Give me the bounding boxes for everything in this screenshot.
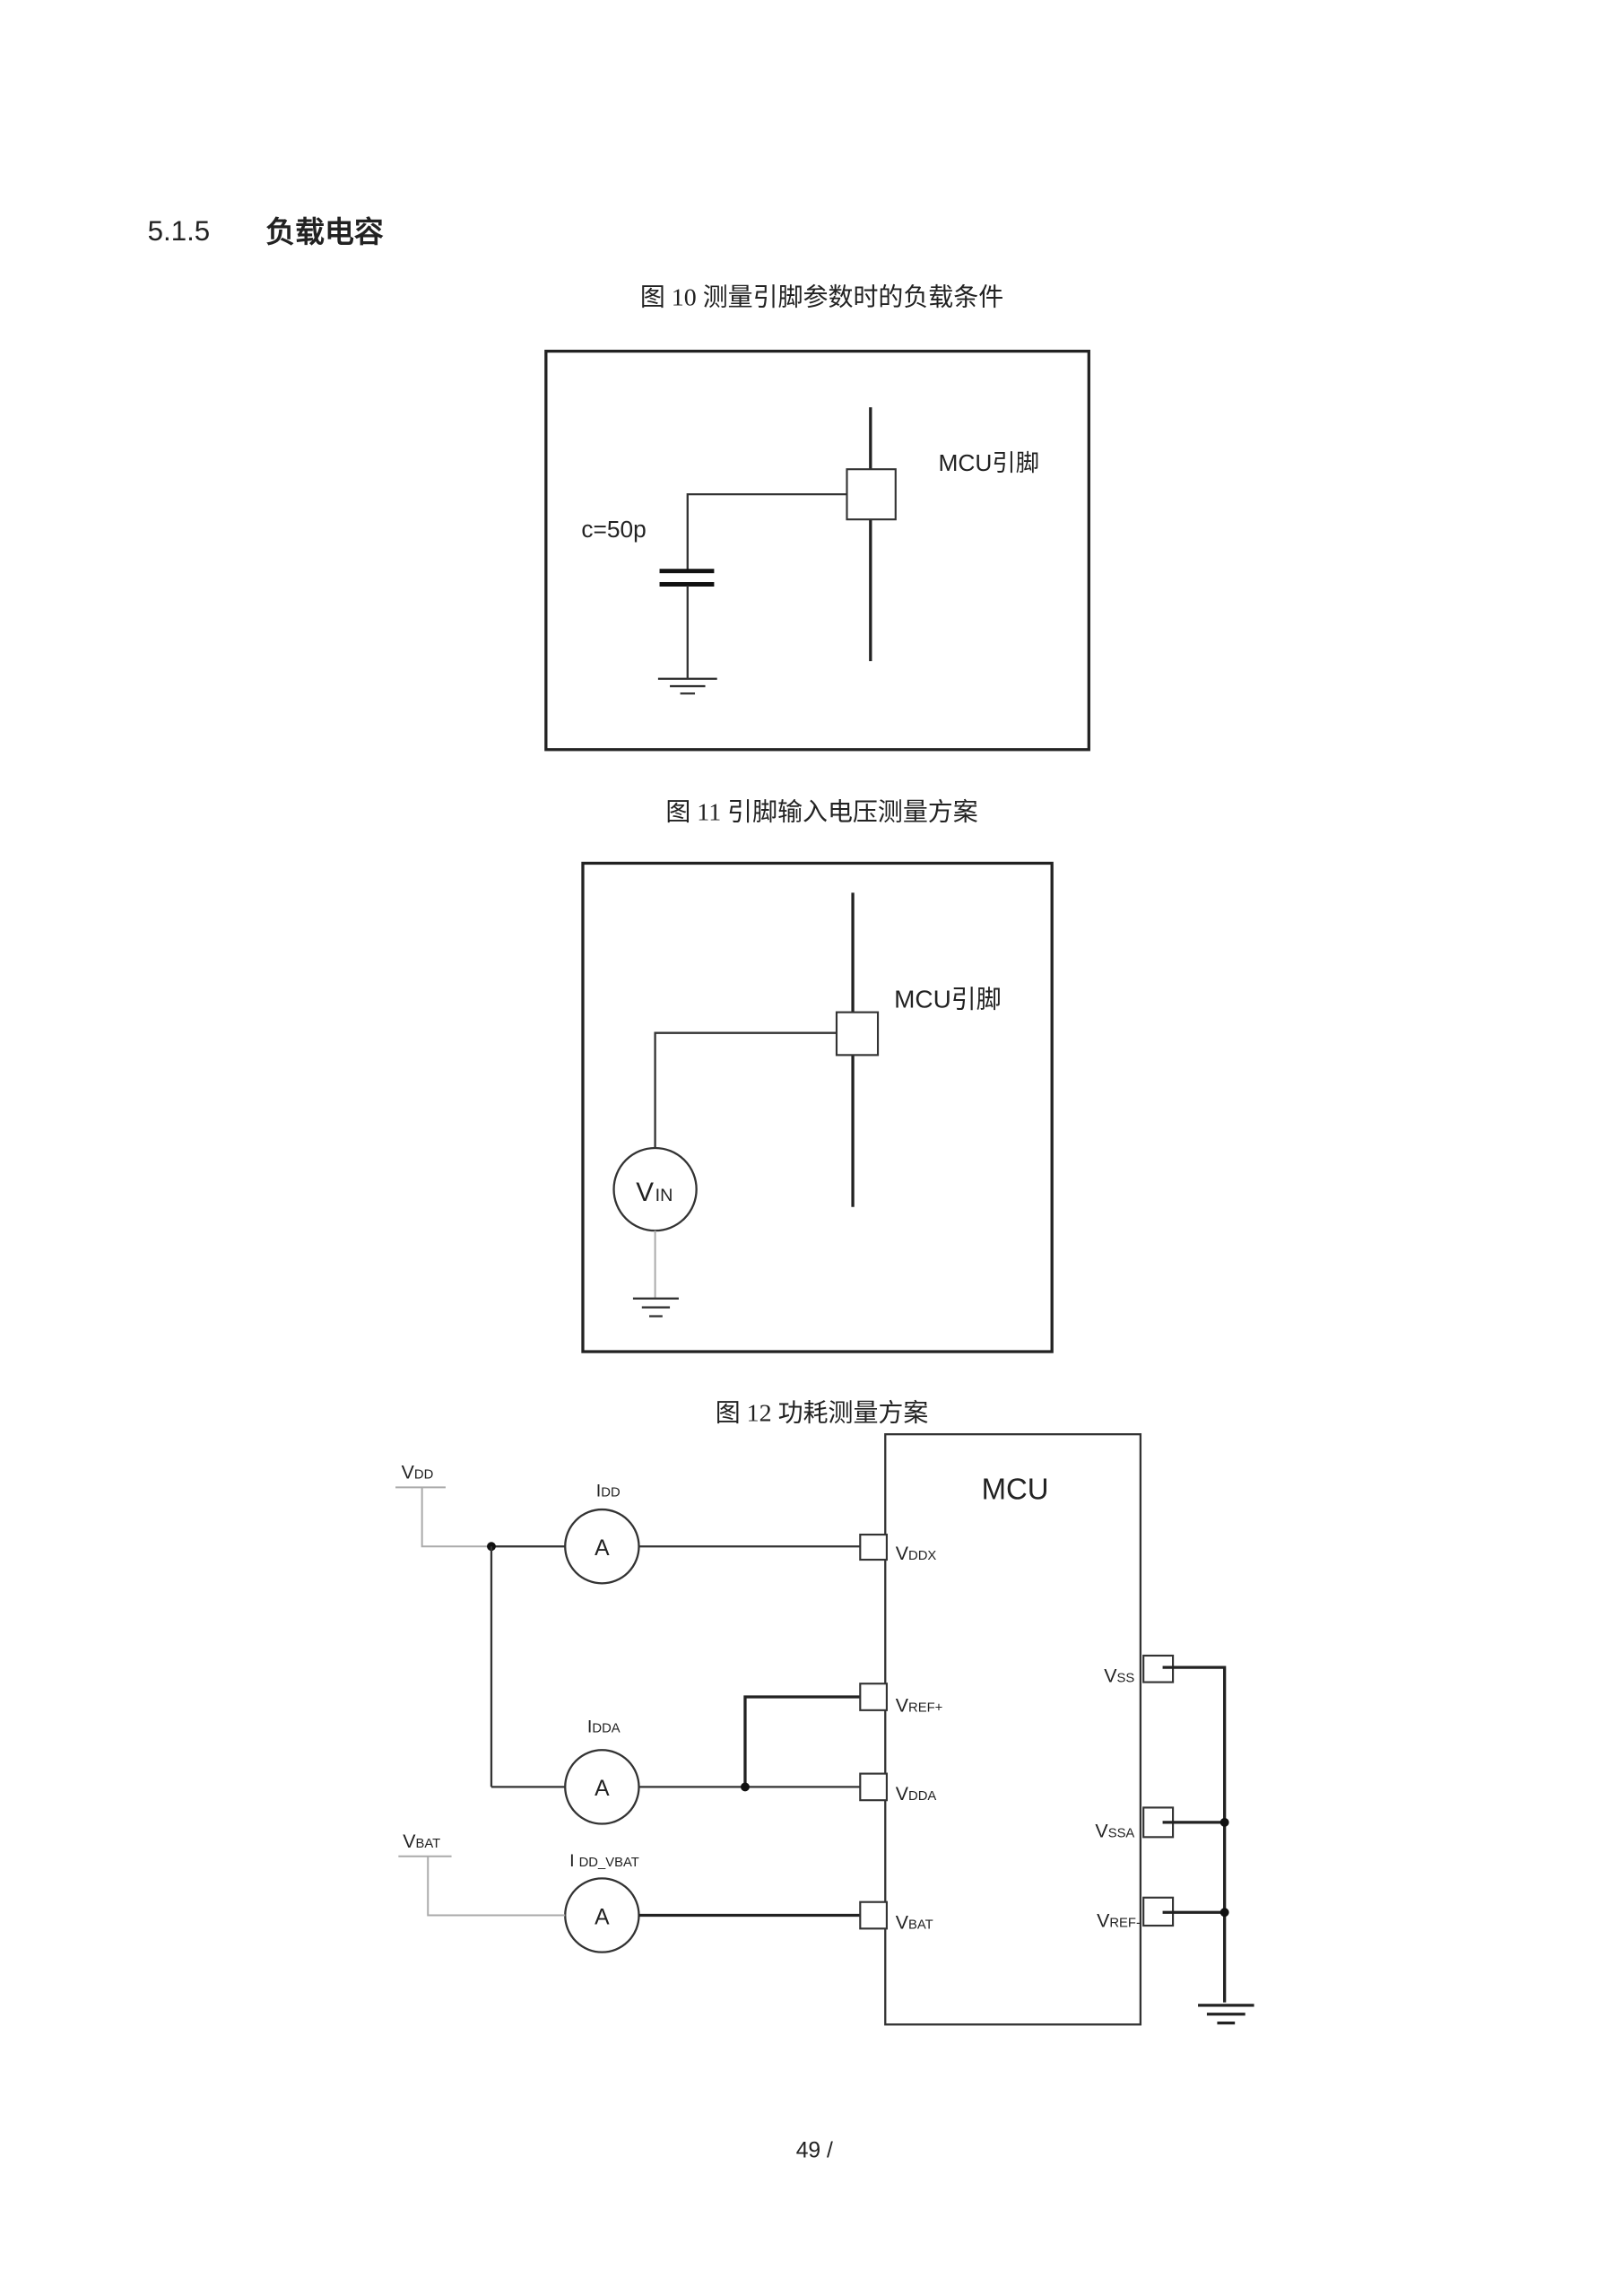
capacitor-label: c=50p: [581, 516, 646, 543]
source-wire: [654, 1031, 837, 1148]
pin-vref-minus-label: VREF-: [1097, 1910, 1141, 1932]
idd-label: IDD: [596, 1481, 621, 1500]
junction-dot: [741, 1782, 750, 1792]
pin-vdda-label: VDDA: [896, 1783, 937, 1805]
svg-text:A: A: [595, 1536, 610, 1561]
pin-vddx-label: VDDX: [896, 1543, 937, 1564]
junction-dot: [1219, 1817, 1229, 1827]
ammeter-idda-icon: A: [564, 1749, 640, 1825]
ground-icon: [632, 1297, 679, 1318]
capacitor-wire: [686, 493, 847, 570]
pin-vbat: [859, 1900, 888, 1930]
figure11-caption: 图 11 引脚输入电压测量方案: [665, 798, 977, 827]
ammeter-idd-icon: A: [564, 1508, 640, 1585]
svg-text:A: A: [595, 1905, 610, 1929]
figure12-caption: 图 12 功耗测量方案: [716, 1398, 929, 1427]
pin-label: MCU引脚: [938, 449, 1039, 476]
ground-icon: [1198, 2004, 1254, 2025]
section-number: 5.1.5: [148, 215, 211, 247]
pin-vss-label: VSS: [1104, 1665, 1134, 1687]
pin-vdda: [859, 1772, 888, 1802]
capacitor-icon: [659, 569, 715, 587]
figure10-diagram: c=50p MCU引脚: [544, 349, 1090, 752]
ground-icon: [657, 677, 717, 695]
junction-dot: [487, 1542, 496, 1552]
idda-label: IDDA: [587, 1718, 621, 1737]
pin-label: MCU引脚: [894, 986, 1002, 1013]
ammeter-idd-vbat-icon: A: [564, 1877, 640, 1953]
mcu-pin-box: [846, 468, 897, 521]
pin-vbat-label: VBAT: [896, 1911, 933, 1933]
pin-vssa-label: VSSA: [1095, 1820, 1134, 1841]
pin-vddx: [859, 1533, 888, 1561]
figure10-frame: [544, 349, 1090, 752]
junction-dot: [1219, 1908, 1229, 1918]
pin-vref-plus: [859, 1683, 888, 1711]
section-title: 负载电容: [265, 215, 384, 248]
mcu-pin-box: [835, 1011, 880, 1057]
figure10-caption: 图 10 测量引脚参数时的负载条件: [640, 283, 1003, 312]
chip-label: MCU: [982, 1473, 1049, 1506]
vdd-label: VDD: [402, 1462, 434, 1483]
pin-vref-plus-label: VREF+: [896, 1694, 943, 1716]
svg-text:A: A: [595, 1777, 610, 1801]
mcu-chip: [884, 1433, 1142, 2026]
figure11-frame: [581, 861, 1054, 1353]
vbat-supply-label: VBAT: [403, 1831, 440, 1852]
page-number: 49 /: [796, 2138, 833, 2162]
